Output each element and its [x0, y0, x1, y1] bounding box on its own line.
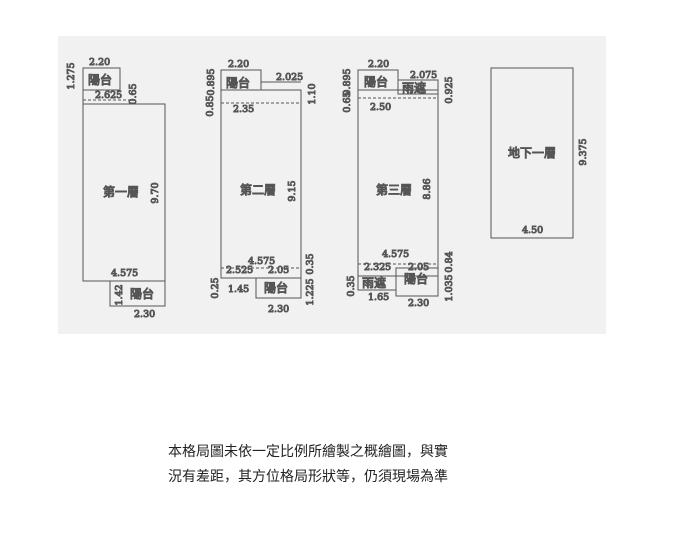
basement-outline: [490, 67, 574, 239]
floor-3-dim-canopy-w: 2.075: [410, 70, 437, 81]
floor-3-dim-low-left-w2: 1.65: [368, 292, 389, 303]
floor-2-dim-inner-w: 2.35: [233, 104, 254, 115]
floor-1-dim-balcony-w: 2.20: [89, 57, 110, 68]
floor-1-balcony-bottom-outline: [109, 280, 166, 307]
floor-3-canopy-bottom-label: 雨遮: [362, 275, 386, 290]
floor-1-plan: [82, 67, 166, 307]
floor-2-dim-low-left-w2: 1.45: [228, 284, 249, 295]
disclaimer-line-2: 況有差距，其方位格局形狀等，仍須現場為準: [168, 469, 448, 485]
floor-3-plan: [357, 69, 439, 297]
floor-3-dim-left-h: 0.65: [342, 91, 353, 112]
floor-1-balcony-bottom-label: 陽台: [130, 286, 154, 301]
floor-3-dim-low-right-h: 0.84: [444, 251, 455, 272]
floor-1-dim-gap-w: 2.625: [95, 90, 122, 101]
floor-plan-diagram: 2.20 1.275 陽台 2.625 0.65 第一層 9.70 4.575 …: [66, 57, 590, 321]
floor-2-dim-left-h: 0.85: [205, 95, 216, 116]
floor-1-dim-bottom-h: 1.42: [114, 284, 125, 305]
floor-3-main-outline: [357, 89, 439, 277]
disclaimer-line-1: 本格局圖未依一定比例所繪製之概繪圖，與實: [168, 444, 448, 460]
floor-2-balcony-bottom-label: 陽台: [264, 280, 288, 295]
floor-3-dim-balcony-w: 2.20: [368, 59, 389, 70]
floor-2-dim-low-right-h2: 1.225: [305, 278, 316, 305]
floor-3-dim-inner-w: 2.50: [370, 102, 391, 113]
basement-dim-height: 9.375: [578, 138, 589, 165]
floor-2-dim-low-left-w: 2.525: [226, 265, 253, 276]
floor-3-canopy-top-outline: [397, 79, 439, 95]
floor-1-balcony-top-outline: [82, 67, 121, 91]
floor-1-name: 第一層: [103, 185, 139, 199]
floor-2-balcony-bottom-outline: [255, 277, 302, 299]
basement-name: 地下一層: [508, 146, 556, 160]
floor-3-dim-height: 8.86: [422, 178, 433, 199]
floor-2-balcony-top-label: 陽台: [226, 75, 250, 90]
floor-1-dim-balcony-h: 1.275: [66, 62, 77, 89]
floor-3-balcony-bottom-label: 陽台: [404, 271, 428, 286]
floor-3-dim-balcony-h: 0.895: [342, 68, 353, 95]
floor-2-name: 第二層: [240, 183, 276, 197]
floor-3-dim-low-right-h2: 1.035: [444, 274, 455, 301]
floor-2-dim-bottom-w: 2.30: [268, 304, 289, 315]
floor-3-name: 第三層: [376, 183, 412, 197]
floor-3-dim-low-left-w: 2.325: [364, 262, 391, 273]
floor-3-balcony-bottom-outline: [395, 267, 439, 297]
floor-2-dim-low-right-w: 2.05: [268, 265, 289, 276]
floor-2-plan: [220, 69, 302, 299]
floor-2-dim-right-h: 1.10: [307, 83, 318, 104]
floor-2-dim-height: 9.15: [287, 180, 298, 201]
floor-2-dim-right-w: 2.025: [276, 72, 303, 83]
floor-2-dim-low-left-h: 0.25: [210, 277, 221, 298]
floor-3-dim-low-left-h: 0.35: [346, 275, 357, 296]
floor-2-dim-low-right-h: 0.35: [305, 253, 316, 274]
floor-3-dim-low-right-w: 2.05: [408, 262, 429, 273]
floor-1-dim-gap-h: 0.65: [128, 83, 139, 104]
basement-dim-width: 4.50: [522, 225, 543, 236]
floor-1-dim-bottom-w: 2.30: [134, 309, 155, 320]
floor-3-dim-right-h: 0.925: [444, 76, 455, 103]
floor-plan-panel: 2.20 1.275 陽台 2.625 0.65 第一層 9.70 4.575 …: [58, 36, 606, 334]
floor-2-dim-balcony-h: 0.895: [206, 68, 217, 95]
floor-3-canopy-top-label: 雨遮: [402, 80, 426, 95]
floor-3-dim-bottom-w: 2.30: [408, 298, 429, 309]
floor-2-dim-balcony-w: 2.20: [228, 59, 249, 70]
floor-1-balcony-top-label: 陽台: [88, 72, 112, 87]
floor-3-balcony-top-label: 陽台: [364, 74, 388, 89]
floor-1-dim-width: 4.575: [111, 268, 138, 279]
floor-2-dim-width: 4.575: [248, 256, 275, 267]
floor-3-dim-width: 4.575: [382, 249, 409, 260]
disclaimer-text: 本格局圖未依一定比例所繪製之概繪圖，與實 況有差距，其方位格局形狀等，仍須現場為…: [168, 440, 508, 490]
floor-1-dim-height: 9.70: [150, 182, 161, 203]
